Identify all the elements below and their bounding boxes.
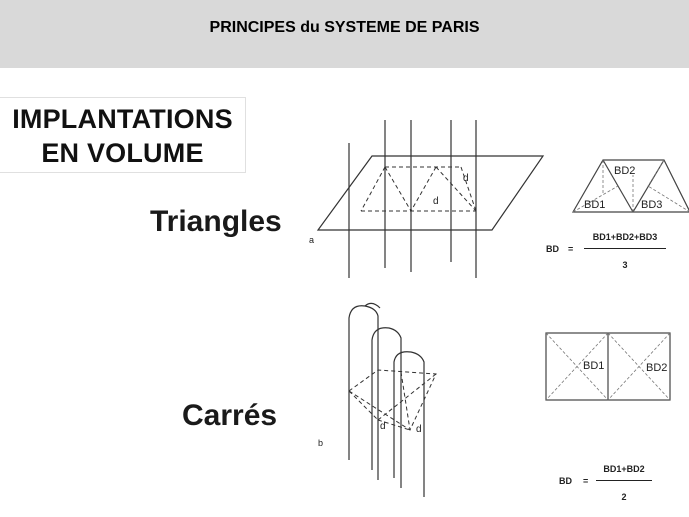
bd1-label: BD1 — [584, 199, 605, 211]
formula-eq: = — [583, 476, 589, 486]
formula-lhs: BD — [559, 476, 572, 486]
formula-lhs: BD — [546, 244, 559, 254]
formula-denominator: 3 — [622, 260, 628, 270]
bd3-label: BD3 — [641, 199, 662, 211]
fig-letter-a: a — [309, 235, 314, 245]
plane-parallelogram — [316, 155, 545, 231]
bd2-label: BD2 — [614, 165, 635, 177]
page-title: PRINCIPES du SYSTEME DE PARIS — [209, 19, 480, 36]
bd1-label: BD1 — [583, 360, 604, 372]
fig-letter-b: b — [318, 438, 323, 448]
d-label: d — [380, 421, 386, 432]
d-label: d — [416, 424, 422, 435]
section-title-line1: IMPLANTATIONS — [12, 104, 233, 134]
formula-denominator: 2 — [621, 492, 627, 502]
fraction-bar — [596, 480, 652, 481]
section-title-box: IMPLANTATIONS EN VOLUME — [0, 97, 246, 173]
formula-numerator: BD1+BD2+BD3 — [592, 232, 658, 242]
looped-needles — [348, 302, 425, 497]
carres-label: Carrés — [182, 399, 278, 432]
section-title-line2: EN VOLUME — [41, 138, 204, 168]
header-bar: PRINCIPES du SYSTEME DE PARIS — [0, 0, 689, 68]
bd2-label: BD2 — [646, 362, 667, 374]
fraction-bar — [584, 248, 666, 249]
triangles-label: Triangles — [150, 205, 282, 238]
formula-eq: = — [568, 244, 574, 254]
d-label: d — [463, 173, 469, 184]
formula-numerator: BD1+BD2 — [603, 464, 645, 474]
d-label: d — [433, 196, 439, 207]
